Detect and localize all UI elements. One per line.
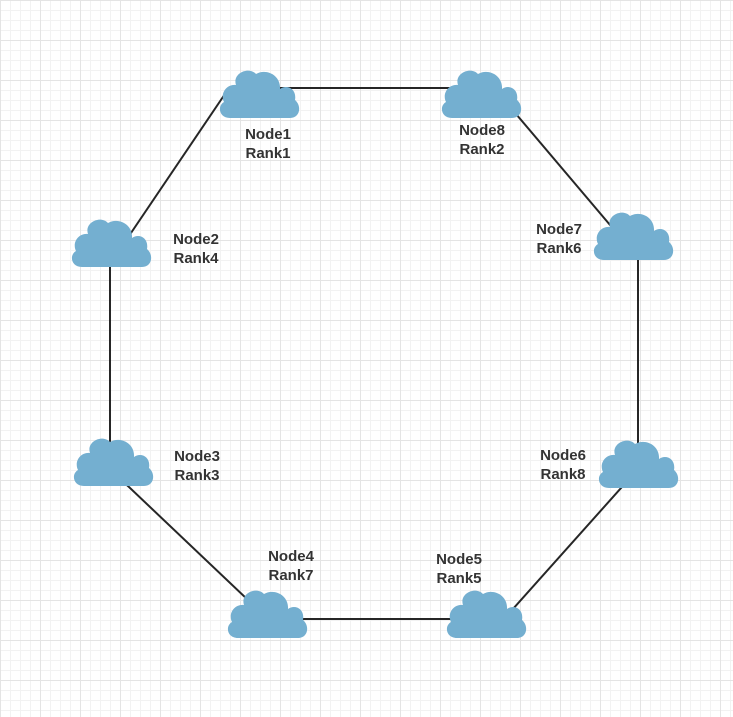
node7-name: Node7	[536, 221, 582, 238]
node6-label: Node6 Rank8	[523, 446, 603, 484]
edge-node4-node3	[109, 468, 269, 620]
node7-label: Node7 Rank6	[519, 220, 599, 258]
node2-name: Node2	[173, 231, 219, 248]
node5-name: Node5	[436, 551, 482, 568]
node3-rank: Rank3	[174, 467, 220, 484]
node3-name: Node3	[174, 448, 220, 465]
node6-rank: Rank8	[540, 466, 586, 483]
node4-name: Node4	[268, 548, 314, 565]
node3-cloud-icon[interactable]	[73, 438, 154, 486]
node4-label: Node4 Rank7	[251, 547, 331, 585]
node2-label: Node2 Rank4	[156, 230, 236, 268]
node2-cloud-icon[interactable]	[71, 219, 152, 267]
node8-label: Node8 Rank2	[442, 121, 522, 159]
edges-group	[109, 87, 639, 620]
node5-rank: Rank5	[436, 570, 482, 587]
node7-rank: Rank6	[536, 240, 582, 257]
node8-name: Node8	[459, 122, 505, 139]
node1-name: Node1	[245, 126, 291, 143]
node6-name: Node6	[540, 447, 586, 464]
node8-rank: Rank2	[459, 141, 505, 158]
node7-cloud-icon[interactable]	[593, 212, 674, 260]
edge-node6-node5	[503, 468, 639, 620]
node5-label: Node5 Rank5	[419, 550, 499, 588]
node4-rank: Rank7	[268, 567, 314, 584]
node1-rank: Rank1	[245, 145, 291, 162]
node1-cloud-icon[interactable]	[219, 70, 300, 118]
node6-cloud-icon[interactable]	[598, 440, 679, 488]
clouds-group	[71, 70, 679, 638]
node4-cloud-icon[interactable]	[227, 590, 308, 638]
node1-label: Node1 Rank1	[228, 125, 308, 163]
node8-cloud-icon[interactable]	[441, 70, 522, 118]
node3-label: Node3 Rank3	[157, 447, 237, 485]
node5-cloud-icon[interactable]	[446, 590, 527, 638]
node2-rank: Rank4	[173, 250, 219, 267]
